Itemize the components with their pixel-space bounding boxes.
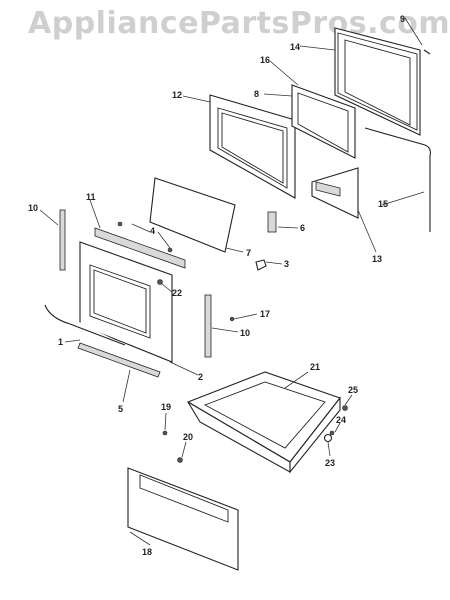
part-door-handle[interactable]: [44, 304, 126, 346]
part-screw-24[interactable]: [329, 430, 335, 436]
part-screw-19[interactable]: [162, 430, 168, 436]
part-roller-23[interactable]: [323, 433, 333, 443]
callout-4: 4: [150, 226, 155, 236]
callout-8: 8: [254, 89, 259, 99]
callout-9: 9: [400, 14, 405, 24]
callout-7: 7: [246, 248, 251, 258]
part-screw-17[interactable]: [229, 316, 235, 322]
part-side-trim-right[interactable]: [204, 294, 212, 358]
part-hinge[interactable]: [267, 211, 277, 233]
part-screw-22[interactable]: [157, 279, 163, 285]
callout-12: 12: [172, 90, 182, 100]
part-screws-4[interactable]: [117, 221, 173, 253]
callout-labels: 9 14 16 8 12 15 13 10 11 4 6 7 3 22 17 1…: [28, 14, 405, 557]
callout-18: 18: [142, 547, 152, 557]
part-window-frame[interactable]: [291, 84, 356, 159]
part-drawer-tray[interactable]: [186, 371, 341, 474]
part-screw-20[interactable]: [177, 457, 183, 463]
callout-20: 20: [183, 432, 193, 442]
callout-16: 16: [260, 55, 270, 65]
callout-17: 17: [260, 309, 270, 319]
callout-19: 19: [161, 402, 171, 412]
part-glass-panel[interactable]: [149, 177, 236, 253]
callout-25: 25: [348, 385, 358, 395]
part-side-trim-left[interactable]: [59, 209, 66, 271]
part-inner-door-frame[interactable]: [209, 94, 296, 199]
callout-24: 24: [336, 415, 346, 425]
callout-5: 5: [118, 404, 123, 414]
part-bracket-13[interactable]: [311, 167, 359, 219]
part-clip-3[interactable]: [255, 259, 267, 271]
callout-23: 23: [325, 458, 335, 468]
callout-1: 1: [58, 337, 63, 347]
callout-6: 6: [300, 223, 305, 233]
callout-22: 22: [172, 288, 182, 298]
callout-15: 15: [378, 199, 388, 209]
part-screw-25[interactable]: [342, 405, 348, 411]
callout-11: 11: [86, 192, 96, 202]
callout-13: 13: [372, 254, 382, 264]
callout-14: 14: [290, 42, 300, 52]
part-bottom-trim[interactable]: [77, 342, 161, 378]
watermark: AppliancePartsPros.com: [28, 6, 450, 41]
callout-10-left: 10: [28, 203, 38, 213]
callout-21: 21: [310, 362, 320, 372]
callout-3: 3: [284, 259, 289, 269]
part-screw-9[interactable]: [423, 49, 431, 55]
part-door-gasket[interactable]: [364, 127, 431, 232]
part-oven-door-outer[interactable]: [79, 241, 173, 363]
part-outer-door-panel[interactable]: [334, 27, 421, 136]
callout-2: 2: [198, 372, 203, 382]
callout-10-right: 10: [240, 328, 250, 338]
part-drawer-front[interactable]: [127, 467, 239, 571]
part-top-trim[interactable]: [94, 227, 186, 269]
leader-lines: [39, 17, 425, 546]
